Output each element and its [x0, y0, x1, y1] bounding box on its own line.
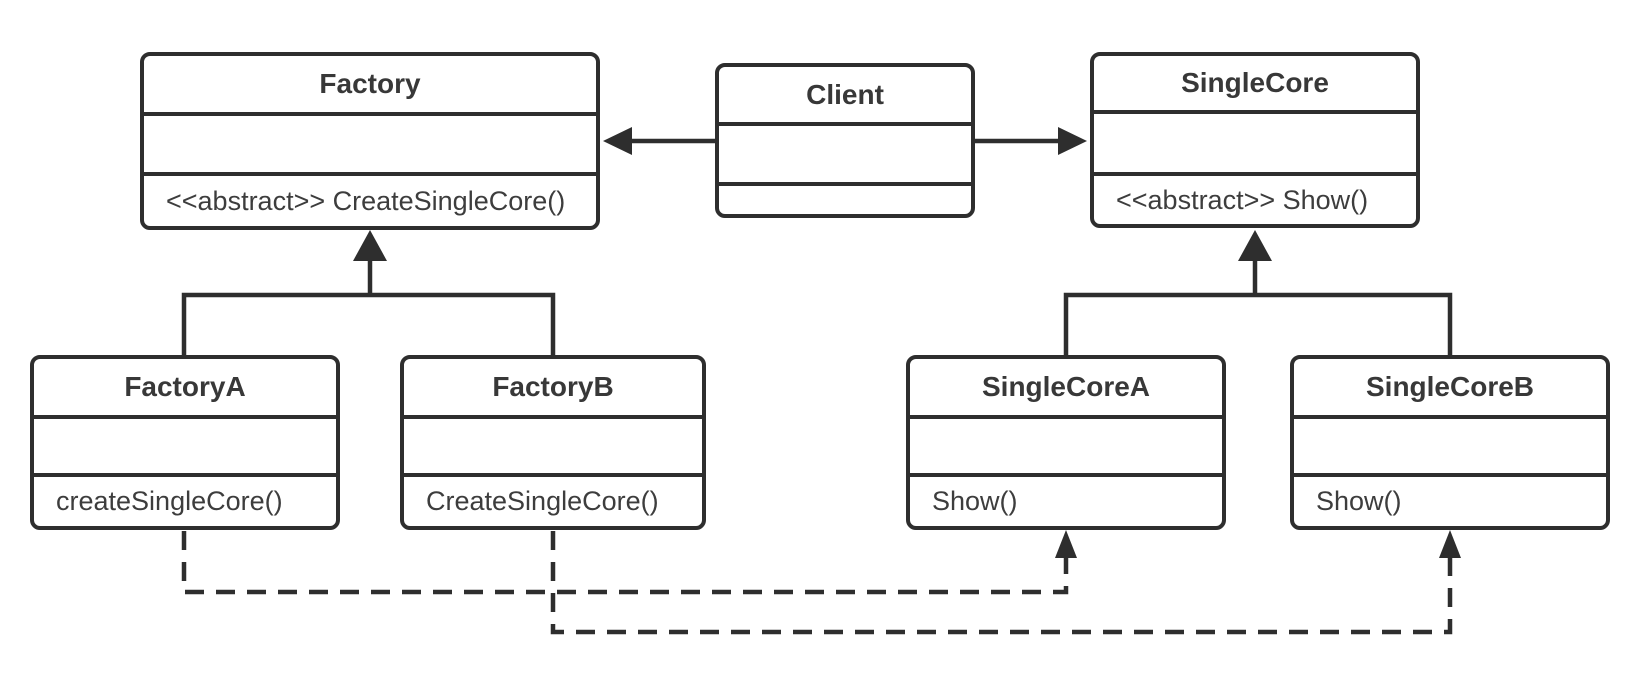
class-attributes-singlecore-b: [1294, 419, 1606, 477]
class-methods-singlecore: <<abstract>> Show(): [1116, 184, 1369, 215]
class-box-factory: Factory <<abstract>> CreateSingleCore(): [140, 52, 600, 230]
class-name-singlecore: SingleCore: [1094, 56, 1416, 114]
dependency-factory-a-to-singlecore-a: [181, 530, 1077, 595]
class-box-factory-a: FactoryA createSingleCore(): [30, 355, 340, 530]
class-box-singlecore-a: SingleCoreA Show(): [906, 355, 1226, 530]
class-box-singlecore: SingleCore <<abstract>> Show(): [1090, 52, 1420, 228]
class-box-client: Client: [715, 63, 975, 218]
class-attributes-singlecore: [1094, 114, 1416, 176]
class-methods-client: [719, 186, 971, 214]
class-attributes-factory: [144, 116, 596, 176]
class-methods-factory: <<abstract>> CreateSingleCore(): [166, 185, 566, 216]
class-name-factory: Factory: [144, 56, 596, 116]
inheritance-factories-to-factory: [181, 230, 556, 356]
class-box-singlecore-b: SingleCoreB Show(): [1290, 355, 1610, 530]
association-client-to-factory: [603, 127, 716, 155]
class-attributes-singlecore-a: [910, 419, 1222, 477]
class-attributes-factory-a: [34, 419, 336, 477]
class-name-singlecore-a: SingleCoreA: [910, 359, 1222, 419]
inheritance-singlecores-to-singlecore: [1063, 230, 1453, 356]
class-methods-factory-a: createSingleCore(): [56, 486, 283, 516]
association-client-to-singlecore: [974, 127, 1087, 155]
class-attributes-factory-b: [404, 419, 702, 477]
dependency-factory-b-to-singlecore-b: [550, 530, 1461, 635]
class-methods-singlecore-b: Show(): [1316, 486, 1402, 516]
class-methods-factory-b: CreateSingleCore(): [426, 486, 659, 516]
class-attributes-client: [719, 126, 971, 186]
class-name-singlecore-b: SingleCoreB: [1294, 359, 1606, 419]
class-methods-singlecore-a: Show(): [932, 486, 1018, 516]
class-name-client: Client: [719, 67, 971, 126]
class-name-factory-b: FactoryB: [404, 359, 702, 419]
class-box-factory-b: FactoryB CreateSingleCore(): [400, 355, 706, 530]
class-name-factory-a: FactoryA: [34, 359, 336, 419]
